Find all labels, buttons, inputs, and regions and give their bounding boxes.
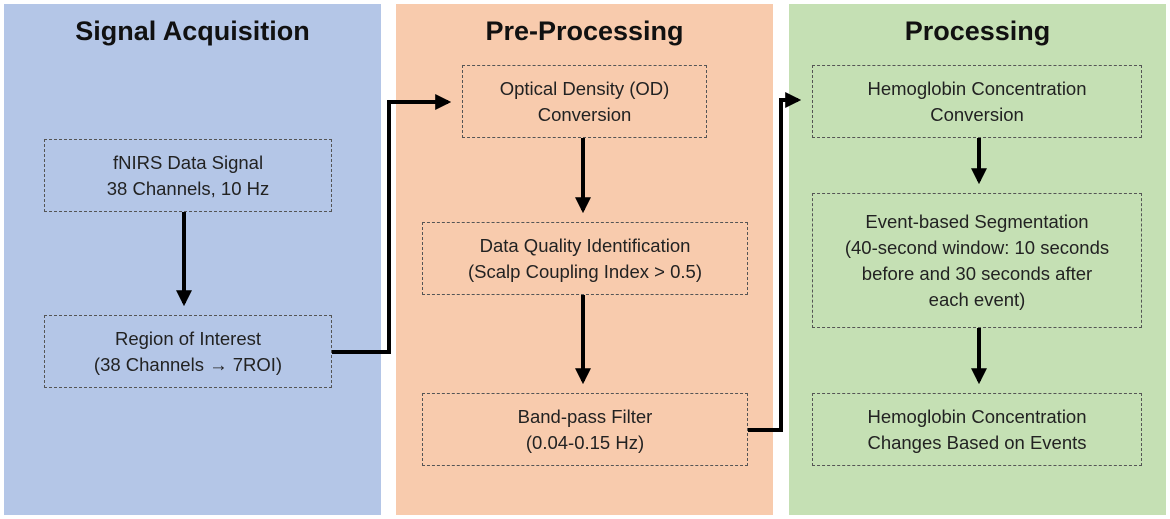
- box-line: (Scalp Coupling Index > 0.5): [468, 260, 702, 282]
- pre-processing-panel: Pre-Processing: [396, 4, 773, 515]
- optical-density-conversion-box: Optical Density (OD) Conversion: [462, 65, 707, 138]
- box-line: Data Quality Identification: [479, 234, 691, 256]
- box-line: Conversion: [930, 103, 1024, 125]
- box-line: Hemoglobin Concentration: [867, 77, 1087, 99]
- processing-title: Processing: [904, 16, 1051, 46]
- box-line: Conversion: [537, 103, 632, 125]
- box-line: 38 Channels, 10 Hz: [106, 177, 270, 199]
- signal-acquisition-panel: Signal Acquisition: [4, 4, 381, 515]
- fnirs-data-signal-box: fNIRS Data Signal 38 Channels, 10 Hz: [44, 139, 332, 212]
- box-line: (38 Channels → 7ROI): [93, 353, 283, 375]
- box-line: Changes Based on Events: [867, 431, 1087, 453]
- band-pass-filter-box: Band-pass Filter (0.04-0.15 Hz): [422, 393, 748, 466]
- box-line: Hemoglobin Concentration: [867, 405, 1087, 427]
- event-based-segmentation-box: Event-based Segmentation (40-second wind…: [812, 193, 1142, 328]
- box-line: Region of Interest: [114, 327, 262, 349]
- box-line: Event-based Segmentation: [865, 210, 1089, 232]
- box-line: each event): [928, 288, 1026, 310]
- hemoglobin-changes-events-box: Hemoglobin Concentration Changes Based o…: [812, 393, 1142, 466]
- box-line: fNIRS Data Signal: [112, 151, 264, 173]
- signal-acquisition-title: Signal Acquisition: [75, 16, 310, 46]
- hemoglobin-concentration-conversion-box: Hemoglobin Concentration Conversion: [812, 65, 1142, 138]
- data-quality-identification-box: Data Quality Identification (Scalp Coupl…: [422, 222, 748, 295]
- box-line: Optical Density (OD): [499, 77, 670, 99]
- box-line: before and 30 seconds after: [861, 262, 1093, 284]
- box-line: Band-pass Filter: [517, 405, 653, 427]
- box-line: (40-second window: 10 seconds: [844, 236, 1110, 258]
- pre-processing-title: Pre-Processing: [485, 16, 684, 46]
- processing-panel: Processing: [789, 4, 1166, 515]
- box-line: (0.04-0.15 Hz): [525, 431, 645, 453]
- region-of-interest-box: Region of Interest (38 Channels → 7ROI): [44, 315, 332, 388]
